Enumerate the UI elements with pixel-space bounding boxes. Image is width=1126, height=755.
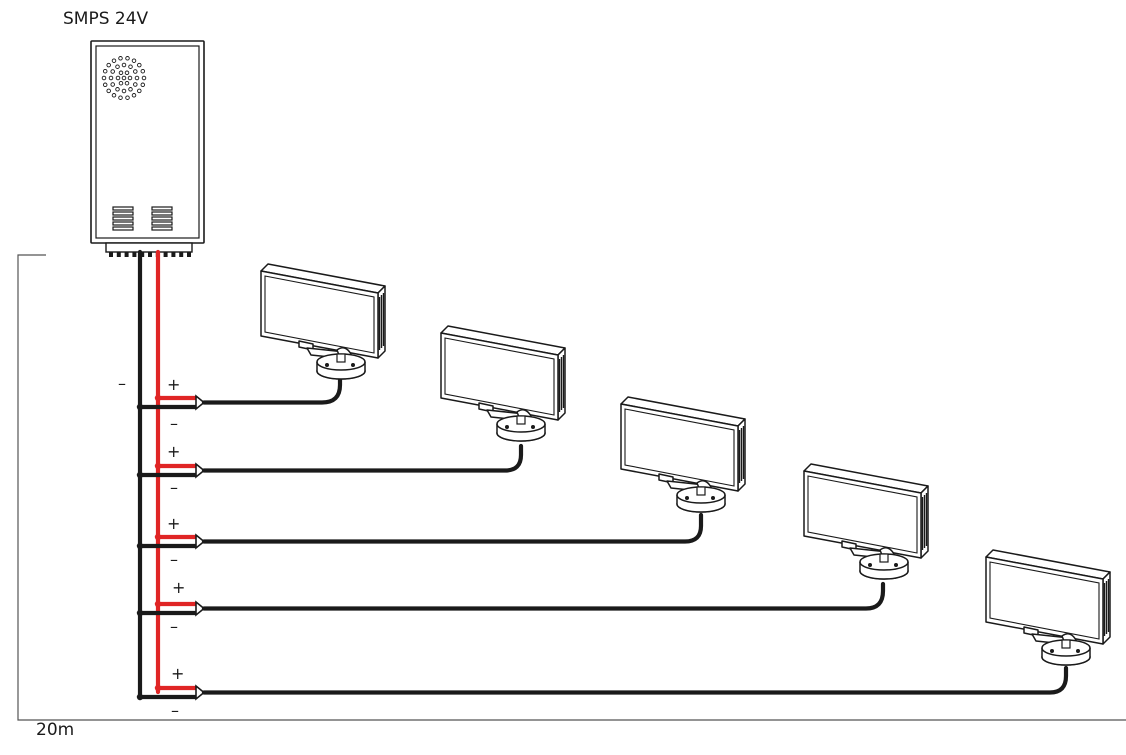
branch-4-plus: + [172, 578, 185, 597]
branch-5-minus: – [171, 701, 179, 720]
branch-4-minus: – [170, 617, 178, 636]
branch-2-plus: + [167, 442, 180, 461]
luminaire-5 [985, 549, 1111, 666]
branch-3: + – [136, 512, 704, 569]
luminaire-4 [803, 463, 929, 580]
luminaire-2 [440, 325, 566, 442]
luminaires [260, 263, 1111, 666]
vent-slots-right [151, 206, 173, 231]
branch-2-minus: – [170, 478, 178, 497]
bus-minus-label: – [118, 374, 126, 393]
luminaire-1 [260, 263, 386, 380]
speaker-grille-icon [101, 56, 147, 100]
luminaire-3 [620, 396, 746, 513]
vent-slots-left [112, 206, 134, 231]
psu-label: SMPS 24V [63, 9, 149, 29]
length-label: 20m [36, 720, 74, 740]
branch-1: + – [136, 369, 343, 433]
branch-3-plus: + [167, 514, 180, 533]
branch-2: + – [136, 442, 524, 497]
branch-4: + – [136, 578, 886, 636]
power-supply: SMPS 24V [63, 9, 205, 257]
terminal-block [105, 242, 193, 257]
branch-1-minus: – [170, 414, 178, 433]
branch-1-plus: + [167, 375, 180, 394]
branch-3-minus: – [170, 550, 178, 569]
branch-5-plus: + [171, 664, 184, 683]
branch-5: + – [136, 664, 1069, 720]
length-dimension: 20m [17, 254, 1126, 740]
